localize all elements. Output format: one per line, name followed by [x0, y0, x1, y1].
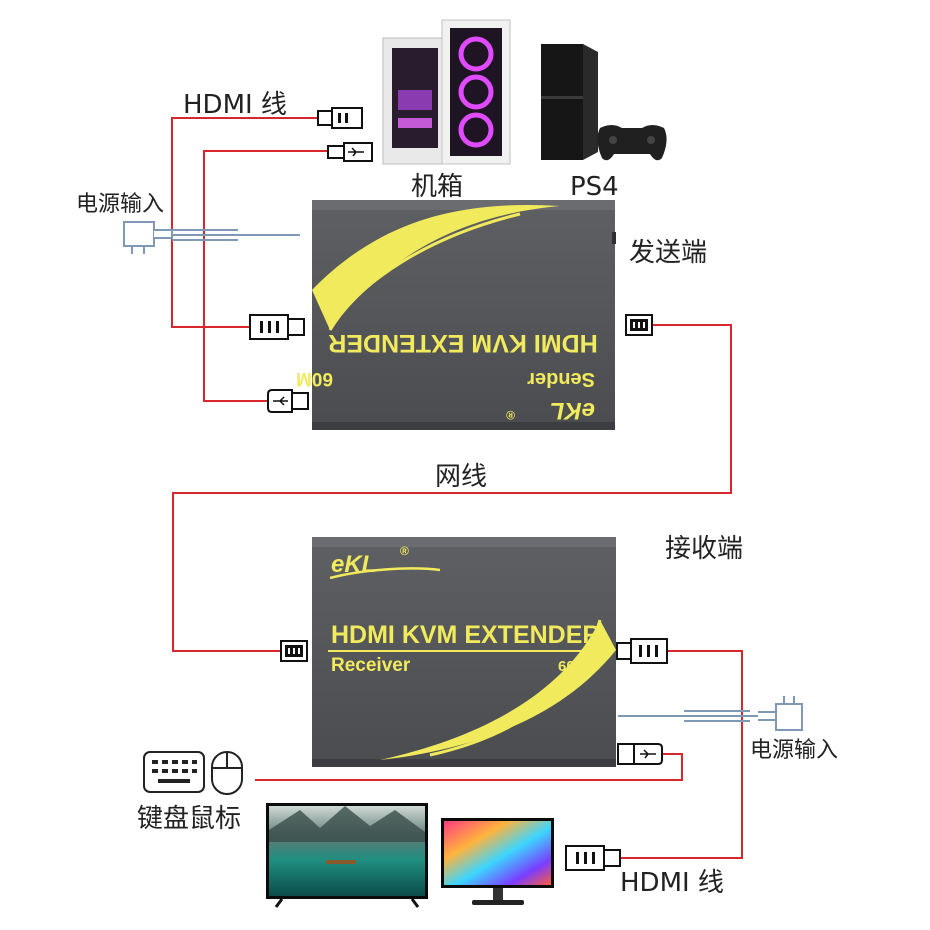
receiver-box [312, 537, 616, 767]
ps4-image [541, 44, 667, 161]
receiver-usb-wire [255, 753, 683, 781]
sender-brand-logo: eKL [550, 397, 595, 424]
receiver-range: 60M [558, 658, 587, 675]
sender-power-wire [150, 229, 300, 241]
power-input-label-left: 电源输入 [76, 192, 165, 217]
sender-hdmi-wire [171, 117, 318, 328]
sender-subtitle: Sender [527, 368, 595, 390]
monitor-image [441, 818, 554, 905]
hdmi-cable-label-bottom: HDMI 线 [620, 868, 724, 898]
receiver-registered-mark: ® [400, 544, 409, 558]
receiver-power-wire [618, 710, 762, 722]
ps4-label: PS4 [570, 172, 619, 202]
power-input-label-right: 电源输入 [750, 738, 839, 763]
usb-connector-icon [327, 142, 373, 162]
pc-case-image [382, 19, 511, 165]
tv-image [266, 803, 428, 908]
receiver-side-label: 接收端 [665, 534, 744, 564]
mouse-icon [211, 751, 243, 795]
receiver-subtitle: Receiver [331, 655, 411, 676]
sender-box [312, 200, 616, 430]
sender-registered-mark: ® [506, 408, 515, 422]
sender-range: 60M [296, 368, 333, 389]
network-cable-label: 网线 [435, 462, 488, 492]
keyboard-icon [143, 751, 205, 793]
hdmi-connector-icon [317, 107, 363, 129]
keyboard-mouse-label: 键盘鼠标 [137, 804, 242, 834]
hdmi-connector-icon [249, 314, 305, 340]
sender-usb-wire [203, 150, 328, 402]
power-adapter-icon [758, 696, 803, 731]
usb-connector-icon [267, 389, 309, 413]
pc-case-label: 机箱 [411, 172, 464, 202]
rj45-connector-icon [625, 314, 653, 336]
power-adapter-icon [123, 221, 173, 254]
sender-side-label: 发送端 [629, 238, 708, 268]
receiver-brand-logo: eKL [331, 551, 376, 578]
sender-title: HDMI KVM EXTENDER [328, 329, 597, 357]
hdmi-connector-icon [616, 638, 668, 664]
receiver-title: HDMI KVM EXTENDER [331, 621, 600, 649]
rj45-connector-icon [280, 640, 308, 662]
network-wire [172, 324, 732, 652]
hdmi-cable-label-top: HDMI 线 [183, 90, 287, 120]
hdmi-connector-icon [565, 845, 621, 871]
receiver-hdmi-wire [620, 650, 743, 859]
usb-connector-icon [617, 743, 663, 765]
